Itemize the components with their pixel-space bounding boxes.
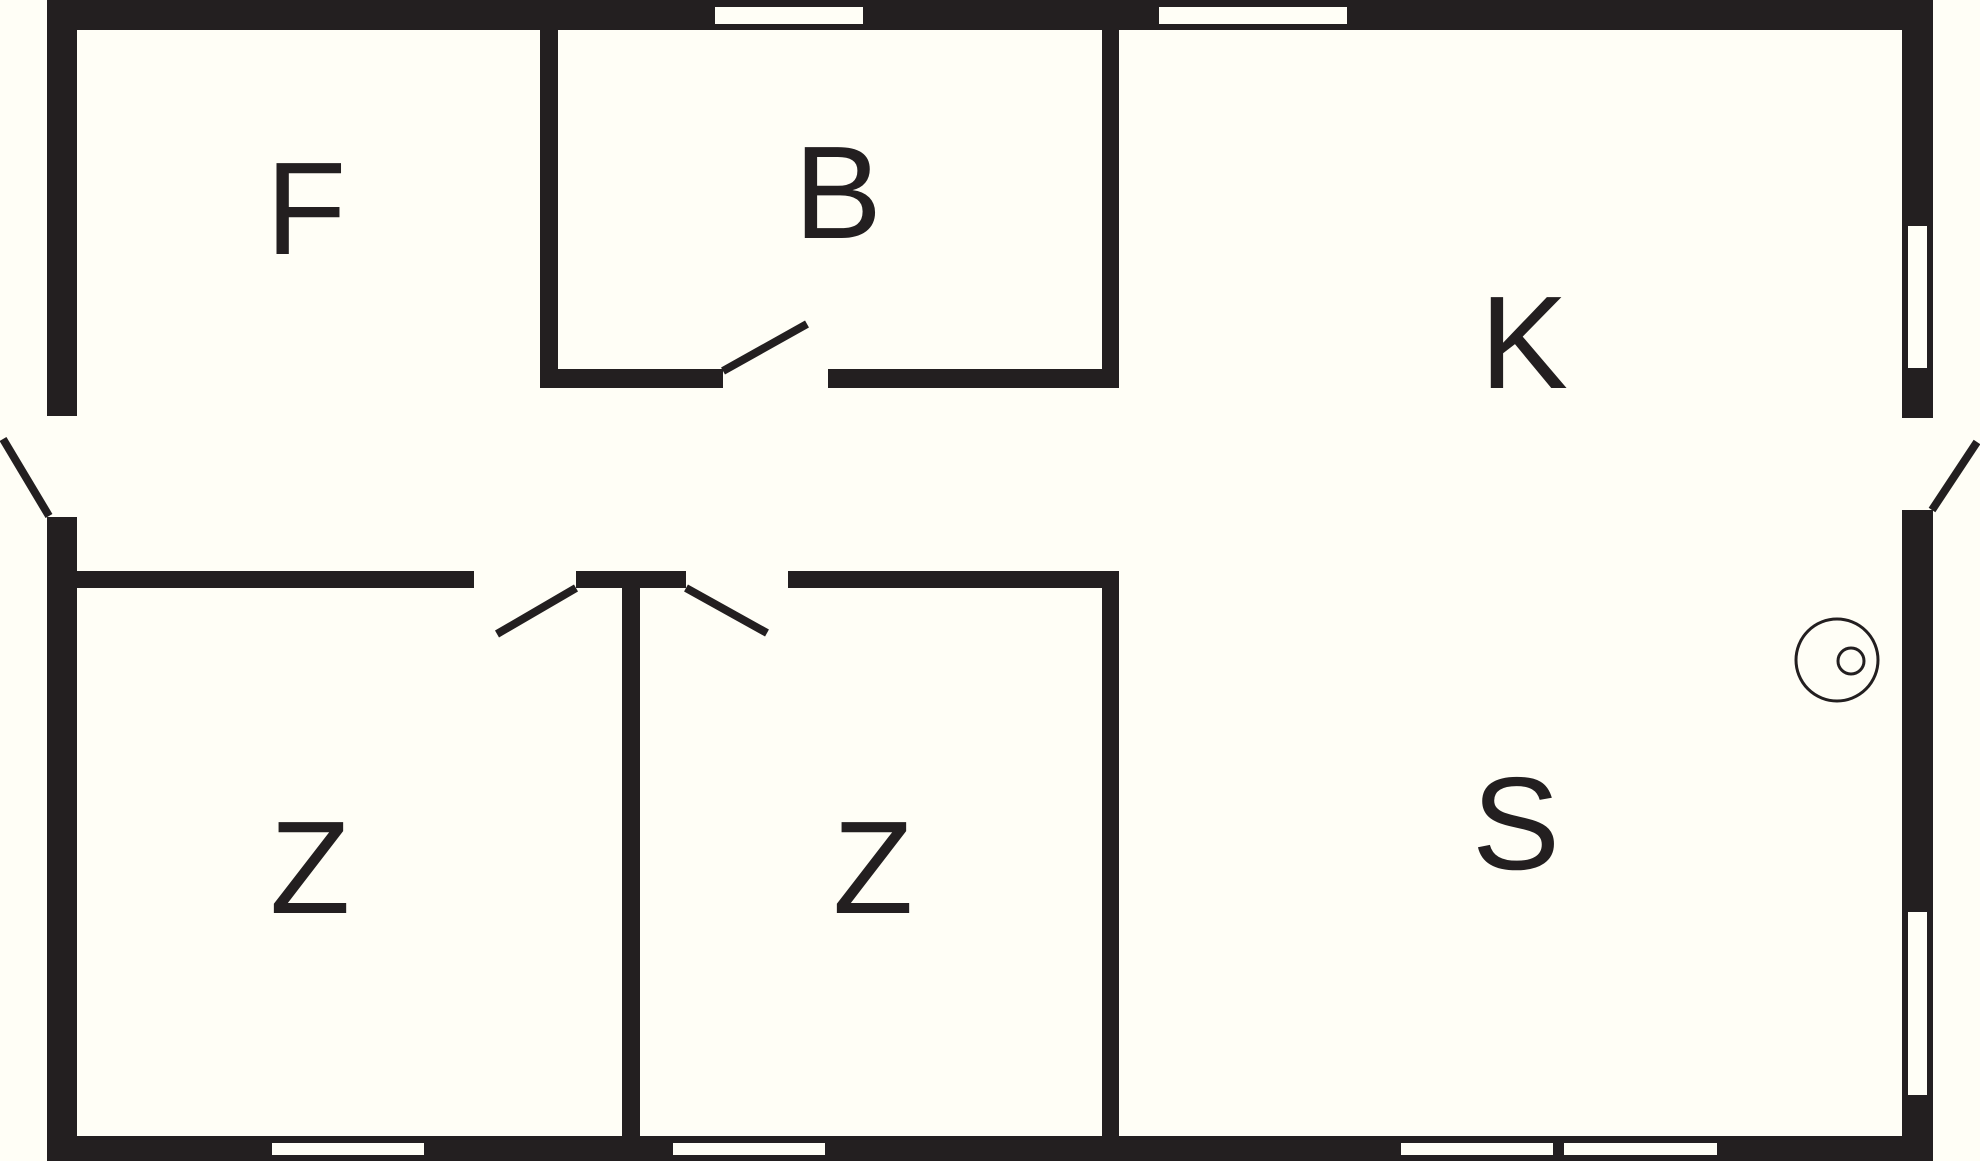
labels-layer: F B K Z Z S (266, 119, 1568, 941)
windows-layer (272, 7, 1927, 1155)
wall-b-bottom-left (540, 369, 723, 388)
room-label-b-1: B (794, 119, 882, 266)
window-top-right (1159, 7, 1347, 24)
wall-z-divider (622, 588, 640, 1136)
room-label-k-2: K (1480, 269, 1568, 416)
door-leaf-entry-left (0, 436, 53, 519)
room-label-s-5: S (1472, 750, 1560, 897)
wall-z-s (1102, 588, 1119, 1136)
wall-f-b (540, 30, 558, 388)
outer-wall-top (47, 0, 1933, 30)
room-label-z-4: Z (833, 794, 914, 941)
wall-b-bottom-right (828, 369, 1119, 388)
wall-b-k (1102, 30, 1119, 388)
window-right-k (1908, 226, 1927, 368)
window-bottom-s1 (1401, 1143, 1553, 1155)
outer-wall-left-lower (47, 517, 77, 1161)
window-bottom-s2 (1564, 1143, 1717, 1155)
stove-symbol-inner (1836, 646, 1866, 676)
symbols-layer (1794, 617, 1880, 703)
door-leaf-b (721, 320, 809, 375)
room-label-z-3: Z (270, 794, 351, 941)
window-bottom-z2 (673, 1143, 825, 1155)
outer-wall-left-upper (47, 0, 77, 416)
doors-layer (0, 320, 1980, 638)
wall-hall-left (77, 571, 474, 588)
door-leaf-exterior-right (1928, 439, 1980, 513)
wall-hall-mid (576, 571, 686, 588)
door-leaf-z-right (684, 584, 769, 637)
window-right-s (1908, 912, 1927, 1095)
wall-hall-right (788, 571, 1119, 588)
room-label-f-0: F (266, 135, 347, 282)
window-top-left (715, 7, 863, 24)
door-leaf-z-left (494, 584, 579, 638)
window-bottom-z1 (272, 1143, 424, 1155)
